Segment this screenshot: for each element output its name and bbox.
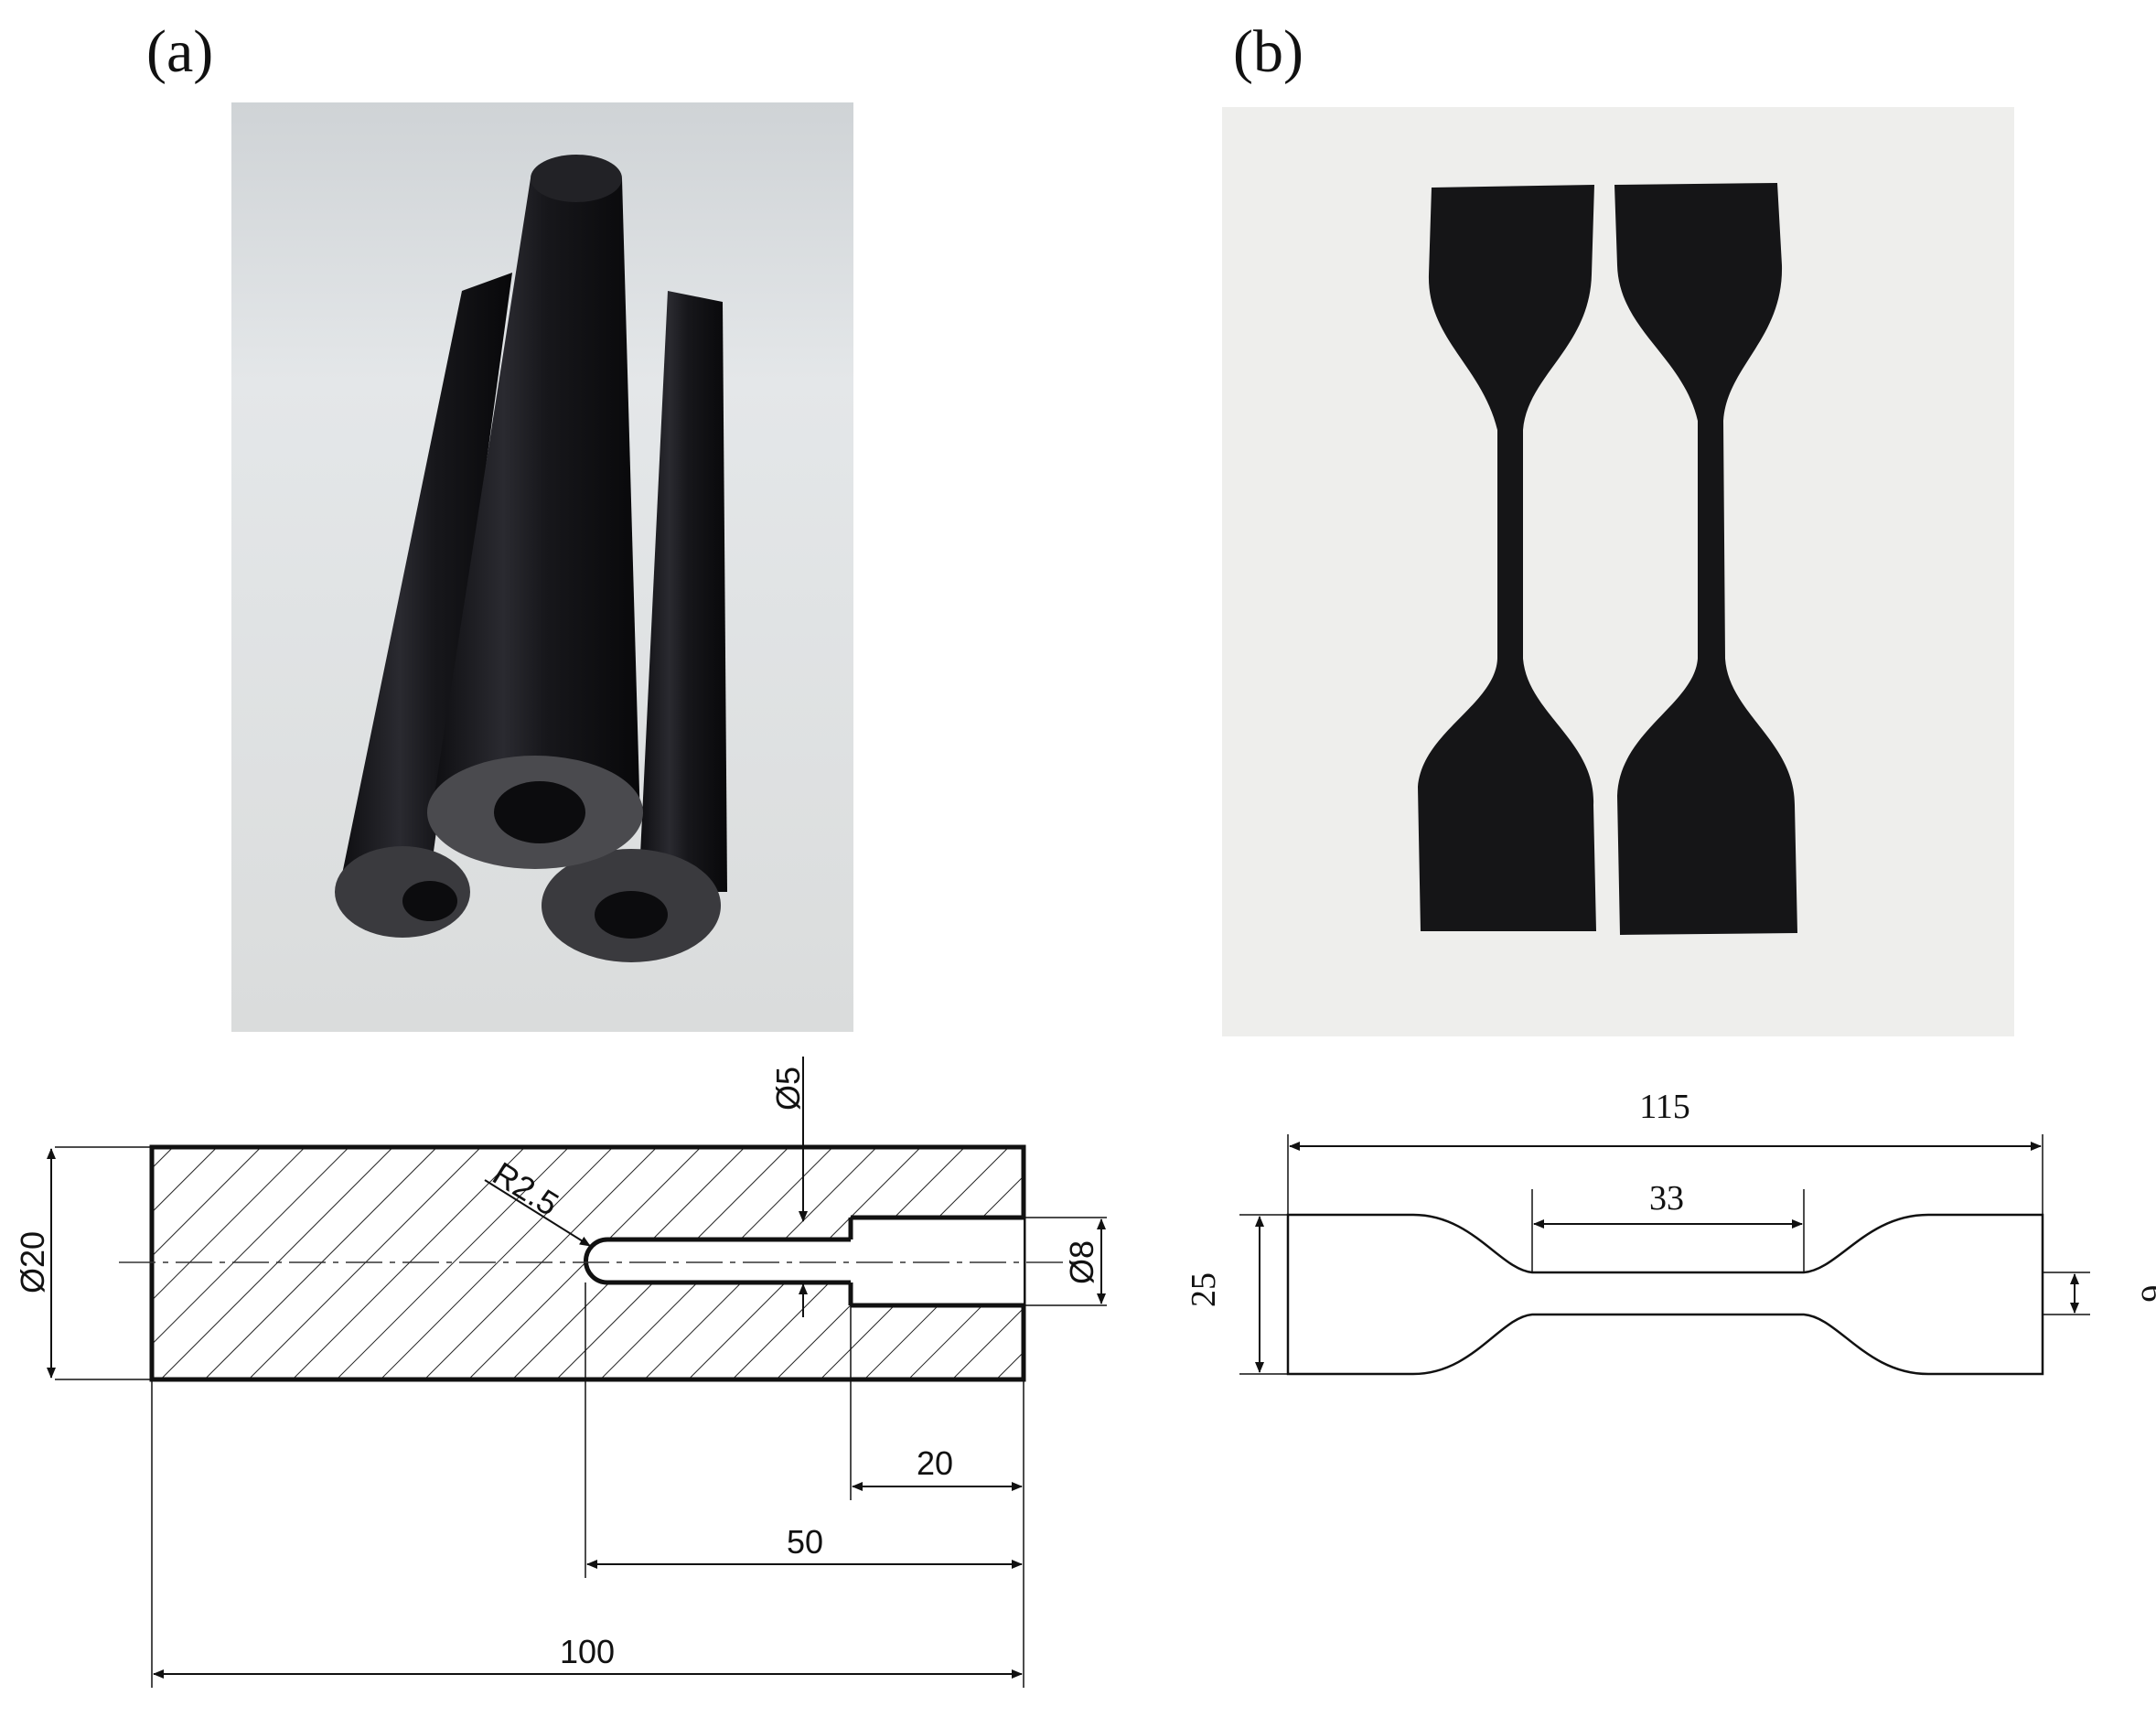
dim-counterbore-diameter: Ø8 <box>1063 1240 1100 1284</box>
dumbbell-outline <box>1286 1213 2044 1376</box>
panel-label-b: (b) <box>1233 18 1303 85</box>
photo-a <box>231 102 853 1032</box>
drawing-b: 115 33 25 6 <box>1185 1088 2156 1376</box>
dim-total-length-b: 115 <box>1639 1088 1690 1126</box>
dim-outer-diameter: Ø20 <box>14 1231 51 1293</box>
dim-grip-width: 25 <box>1185 1272 1223 1307</box>
dumbbell-right <box>1614 183 1797 935</box>
dim-bore-depth: 50 <box>787 1523 823 1561</box>
panel-label-a: (a) <box>146 18 214 85</box>
tube-center <box>427 155 643 869</box>
tube-left <box>335 273 512 938</box>
dim-gauge-width: 6 <box>2134 1285 2156 1303</box>
dim-gauge-length: 33 <box>1649 1179 1684 1218</box>
tube-right <box>542 291 727 962</box>
drawing-a: Ø20 Ø5 Ø8 R2.5 20 50 100 <box>14 1057 1107 1688</box>
dumbbell-left <box>1418 185 1596 931</box>
dim-counterbore-depth: 20 <box>917 1444 953 1482</box>
photo-b <box>1222 107 2014 1036</box>
dim-total-length-a: 100 <box>560 1633 615 1670</box>
dim-bore-diameter: Ø5 <box>769 1067 807 1111</box>
